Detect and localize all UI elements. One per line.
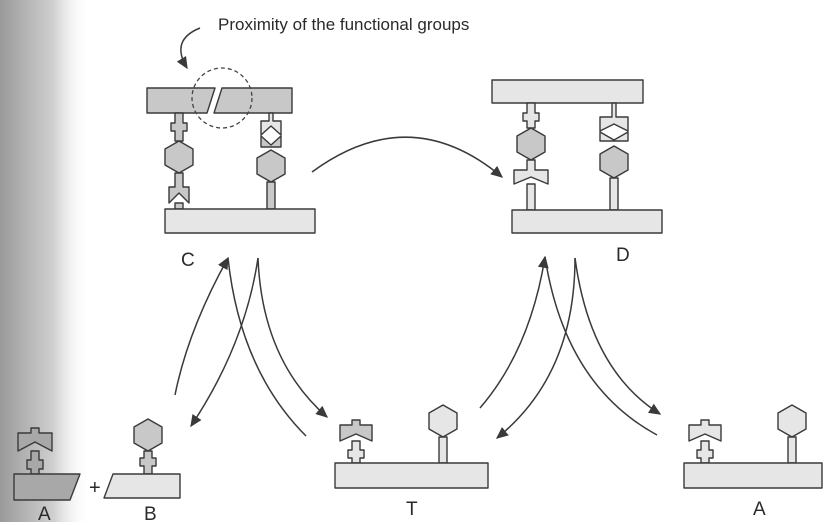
arrow-d-to-a [574, 257, 662, 415]
complex-c-bottom-bar [164, 208, 316, 234]
caption-pointer-arrow [176, 27, 201, 70]
template-a-right [683, 404, 823, 489]
label-t: T [406, 499, 418, 520]
arrow-c-to-b [190, 257, 259, 428]
complex-d-top-bar [491, 79, 644, 104]
caption-proximity: Proximity of the functional groups [218, 15, 470, 34]
arrow-ab-to-c [174, 256, 229, 396]
reactant-a [13, 427, 81, 501]
arrow-t-to-d [479, 255, 549, 409]
complex-c [146, 67, 316, 234]
label-a-right: A [753, 499, 766, 520]
complex-d-bottom-bar [511, 209, 663, 234]
plus-sign: + [89, 477, 101, 499]
arrow-t-to-c [227, 257, 307, 437]
complex-d [491, 79, 663, 234]
reactant-b [103, 418, 181, 499]
proximity-circle [191, 67, 253, 129]
label-a-left: A [38, 504, 51, 525]
arrow-c-to-d [311, 136, 504, 178]
complex-c-top-bar-left [146, 87, 216, 114]
template-a-right-bar [683, 462, 823, 489]
arrow-a-to-d [544, 256, 658, 436]
arrow-d-to-t [495, 257, 576, 439]
label-d: D [616, 245, 630, 266]
arrow-c-to-t [257, 257, 329, 418]
label-b: B [144, 504, 157, 525]
template-t-bar [334, 462, 489, 489]
label-c: C [181, 250, 195, 271]
complex-c-top-bar-right [213, 87, 293, 114]
template-t [334, 404, 489, 489]
